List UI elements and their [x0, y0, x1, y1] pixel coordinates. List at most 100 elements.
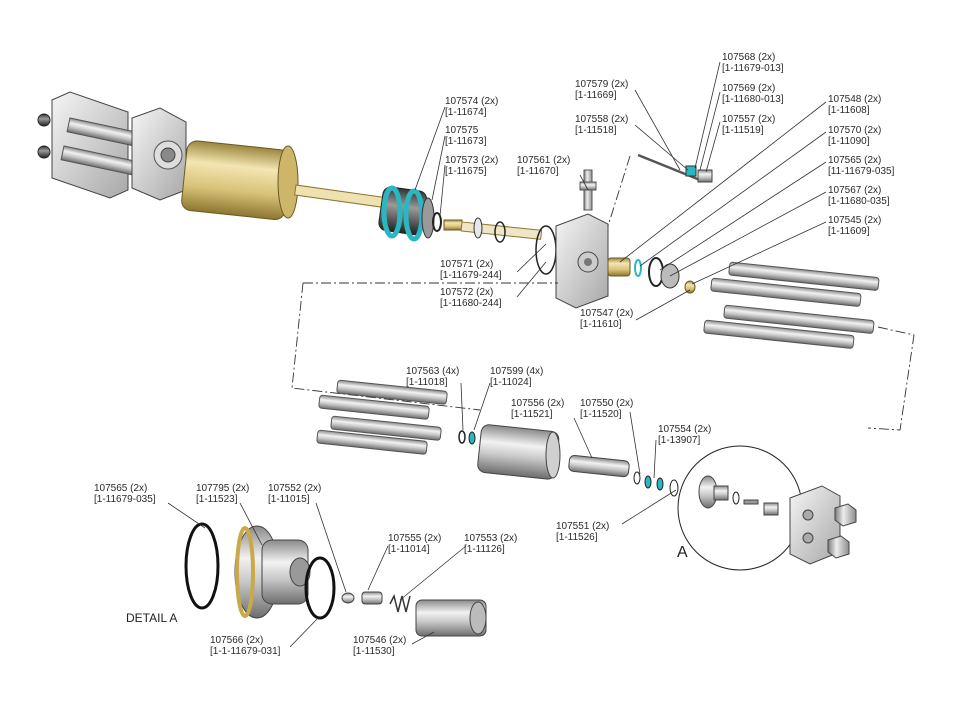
detail-marker-label: A	[677, 544, 688, 561]
callout-107563: 107563 (4x)[1-11018]	[406, 366, 459, 388]
callout-part-code: [1-11609]	[828, 226, 870, 237]
callout-107568: 107568 (2x)[1-11679-013]	[722, 52, 784, 74]
callout-part-number: 107574 (2x)	[445, 96, 499, 107]
cylinder-middle	[477, 424, 561, 480]
callout-part-number: 107557 (2x)	[722, 114, 776, 125]
callout-part-number: 107579 (2x)	[575, 79, 629, 90]
piston-107574	[378, 185, 435, 242]
callout-part-code: [1-11519]	[722, 125, 764, 136]
detail-a-assembly	[184, 522, 487, 637]
callout-107566: 107566 (2x)[1-1-11679-031]	[210, 635, 280, 657]
callout-part-code: [1-11526]	[556, 532, 598, 543]
callout-part-code: [1-11669]	[575, 90, 617, 101]
callout-part-code: [1-11608]	[828, 105, 870, 116]
end-block-top	[555, 169, 609, 309]
callout-part-code: [1-11670]	[517, 166, 559, 177]
callout-part-code: [1-11679-244]	[440, 270, 502, 281]
callout-part-number: 107554 (2x)	[658, 424, 712, 435]
callout-107570: 107570 (2x)[1-11090]	[828, 125, 881, 147]
small-parts-middle	[633, 471, 679, 497]
callout-107555: 107555 (2x)[1-11014]	[388, 533, 441, 555]
callout-107545: 107545 (2x)[1-11609]	[828, 215, 881, 237]
callout-part-number: 107546 (2x)	[353, 635, 407, 646]
callout-107573: 107573 (2x)[1-11675]	[445, 155, 498, 177]
callout-part-code: [1-11018]	[406, 377, 448, 388]
callout-107574: 107574 (2x)[1-11674]	[445, 96, 498, 118]
callout-part-number: 107563 (4x)	[406, 366, 460, 377]
callout-part-number: 107565 (2x)	[828, 155, 882, 166]
detail-title: DETAIL A	[126, 611, 178, 625]
callout-part-code: [11-11679-035]	[828, 166, 895, 177]
callout-part-number: 107545 (2x)	[828, 215, 882, 226]
callout-part-code: [1-11520]	[580, 409, 622, 420]
small-fittings-top	[637, 153, 713, 183]
callout-part-number: 107547 (2x)	[580, 308, 634, 319]
callout-part-number: 107575	[445, 125, 479, 136]
callout-107554: 107554 (2x)[1-13907]	[658, 424, 711, 446]
callout-part-code: [1-11126]	[464, 544, 505, 555]
callout-part-number: 107572 (2x)	[440, 287, 494, 298]
callout-part-number: 107568 (2x)	[722, 52, 776, 63]
callout-107575: 107575[1-11673]	[445, 125, 487, 147]
leader-lines	[167, 61, 827, 648]
callout-107548: 107548 (2x)[1-11608]	[828, 94, 881, 116]
callout-part-number: 107573 (2x)	[445, 155, 499, 166]
piston-rod	[294, 184, 396, 210]
callout-part-code: [1-11610]	[580, 319, 622, 330]
callout-part-number: 107561 (2x)	[517, 155, 571, 166]
callout-part-code: [1-13907]	[658, 435, 701, 446]
rod-middle	[568, 454, 630, 478]
callout-107565: 107565 (2x)[11-11679-035]	[828, 155, 894, 177]
callout-107556: 107556 (2x)[1-11521]	[511, 398, 564, 420]
dash-dot-routing	[291, 155, 915, 431]
callout-part-code: [1-11673]	[445, 136, 487, 147]
callout-107571: 107571 (2x)[1-11679-244]	[440, 259, 502, 281]
callout-part-code: [1-11530]	[353, 646, 395, 657]
gland-parts-top	[607, 257, 696, 294]
callout-part-number: 107567 (2x)	[828, 185, 882, 196]
middle-seals	[458, 430, 476, 445]
callout-part-code: [1-11090]	[828, 136, 870, 147]
callout-part-code: [1-11680-013]	[722, 94, 784, 105]
callout-107553: 107553 (2x)[1-11126]	[464, 533, 517, 555]
cylinder-sleeve-brass	[181, 140, 299, 220]
callout-part-number: 107569 (2x)	[722, 83, 776, 94]
callout-part-code: [1-11675]	[445, 166, 487, 177]
callout-part-number: 107551 (2x)	[556, 521, 610, 532]
callout-107579: 107579 (2x)[1-11669]	[575, 79, 628, 101]
callout-107547: 107547 (2x)[1-11610]	[580, 308, 633, 330]
callout-part-number: 107566 (2x)	[210, 635, 264, 646]
callout-part-number: 107565 (2x)	[94, 483, 148, 494]
callout-part-number: 107558 (2x)	[575, 114, 629, 125]
callout-107550: 107550 (2x)[1-11520]	[580, 398, 633, 420]
callout-part-code: [1-11679-035]	[94, 494, 156, 505]
callout-107551: 107551 (2x)[1-11526]	[556, 521, 609, 543]
callout-part-code: [1-11521]	[511, 409, 553, 420]
callout-107569: 107569 (2x)[1-11680-013]	[722, 83, 784, 105]
callout-part-code: [1-11680-035]	[828, 196, 890, 207]
callout-part-code: [1-11679-013]	[722, 63, 784, 74]
callout-107599: 107599 (4x)[1-11024]	[490, 366, 543, 388]
tie-rods-middle	[316, 379, 448, 455]
callout-part-code: [1-11024]	[490, 377, 532, 388]
callout-part-code: [1-1-11679-031]	[210, 646, 281, 657]
callout-107795: 107795 (2x)[1-11523]	[196, 483, 249, 505]
callout-107552: 107552 (2x)[1-11015]	[268, 483, 321, 505]
callout-part-number: 107599 (4x)	[490, 366, 544, 377]
callout-107557: 107557 (2x)[1-11519]	[722, 114, 775, 136]
callout-part-number: 107556 (2x)	[511, 398, 565, 409]
detail-a-circle	[677, 445, 803, 571]
callout-107567: 107567 (2x)[1-11680-035]	[828, 185, 890, 207]
callout-107572: 107572 (2x)[1-11680-244]	[440, 287, 502, 309]
callout-107558: 107558 (2x)[1-11518]	[575, 114, 628, 136]
callout-part-code: [1-11518]	[575, 125, 617, 136]
callout-part-number: 107795 (2x)	[196, 483, 250, 494]
callout-part-code: [1-11015]	[268, 494, 310, 505]
tie-rods-top	[703, 261, 880, 349]
callout-part-number: 107553 (2x)	[464, 533, 518, 544]
callout-part-number: 107550 (2x)	[580, 398, 634, 409]
callout-part-number: 107555 (2x)	[388, 533, 442, 544]
callout-part-code: [1-11674]	[445, 107, 487, 118]
